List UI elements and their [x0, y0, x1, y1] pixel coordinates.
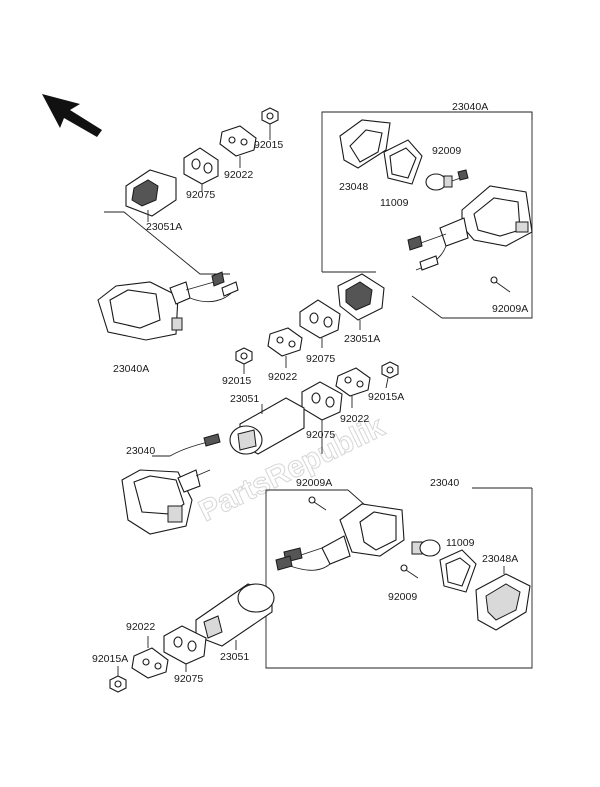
plate-92022-top — [219, 125, 257, 168]
nut-92015A-mid — [381, 361, 399, 389]
label-23051A-mid: 23051A — [344, 333, 380, 345]
turn-signal-housing-top-left — [97, 271, 239, 341]
screw-92009A-top — [490, 276, 511, 293]
label-92009-top: 92009 — [432, 145, 461, 157]
label-23040-right: 23040 — [430, 477, 459, 489]
label-23048A: 23048A — [482, 553, 518, 565]
label-23051-bottom: 23051 — [220, 651, 249, 663]
turn-signal-housing-top-right — [407, 185, 533, 271]
stay-23051-bottom — [195, 583, 275, 650]
part-labels: 23040A 23048 11009 92009 92009A 92015 92… — [92, 101, 528, 685]
nut-92015-top — [261, 107, 279, 140]
bulb-92009-top — [425, 169, 469, 191]
gasket-11009-top — [383, 139, 423, 185]
label-23040-left: 23040 — [126, 445, 155, 457]
lens-cover-23048-top — [339, 119, 391, 169]
turn-signal-housing-bottom-right — [275, 503, 405, 571]
label-92015A-mid: 92015A — [368, 391, 404, 403]
label-92075-top: 92075 — [186, 189, 215, 201]
top-right-group-outline — [321, 111, 533, 319]
label-11009-bottom: 11009 — [446, 537, 475, 549]
grommet-92075-bottom — [163, 625, 207, 672]
label-92022-bottom: 92022 — [126, 621, 155, 633]
turn-signal-housing-mid-left — [121, 433, 221, 535]
label-23051A-top: 23051A — [146, 221, 182, 233]
label-92015A-bottom: 92015A — [92, 653, 128, 665]
grommet-92075-top — [183, 147, 219, 192]
nut-92015A-bottom — [109, 666, 127, 693]
label-92075-low: 92075 — [306, 429, 335, 441]
gasket-11009-bottom — [439, 549, 477, 593]
label-92009A-bottom: 92009A — [296, 477, 332, 489]
front-direction-arrow-icon — [42, 94, 102, 137]
label-92075-mid: 92075 — [306, 353, 335, 365]
screw-92009-bottom — [400, 564, 419, 579]
plate-92022-bottom — [131, 636, 169, 679]
bracket-23051A-mid — [337, 273, 385, 330]
label-92015-mid: 92015 — [222, 375, 251, 387]
label-92075-bottom: 92075 — [174, 673, 203, 685]
label-23040A-top-right: 23040A — [452, 101, 488, 113]
label-92009-bottom: 92009 — [388, 591, 417, 603]
top-left-group-outline — [104, 211, 230, 275]
grommet-92075-mid — [299, 299, 341, 348]
label-11009-top: 11009 — [380, 197, 409, 209]
label-23051-mid: 23051 — [230, 393, 259, 405]
label-23040A-left: 23040A — [113, 363, 149, 375]
label-92022-mid: 92022 — [268, 371, 297, 383]
label-92022-top: 92022 — [224, 169, 253, 181]
bracket-23051A-top — [125, 169, 177, 222]
nut-92015-mid — [235, 347, 253, 374]
label-92009A-top: 92009A — [492, 303, 528, 315]
label-23048: 23048 — [339, 181, 368, 193]
grommet-92075-low — [301, 381, 343, 454]
plate-92022-mid — [267, 327, 303, 368]
plate-92022-mid2 — [335, 367, 371, 408]
stay-23051-mid — [229, 397, 305, 455]
screw-92009A-bottom — [308, 496, 327, 511]
bottom-right-group-outline — [265, 487, 533, 669]
label-92022-mid2: 92022 — [340, 413, 369, 425]
lens-cover-23048A-bottom — [475, 566, 531, 631]
label-92015-top: 92015 — [254, 139, 283, 151]
bulb-11009-bottom — [411, 539, 441, 557]
